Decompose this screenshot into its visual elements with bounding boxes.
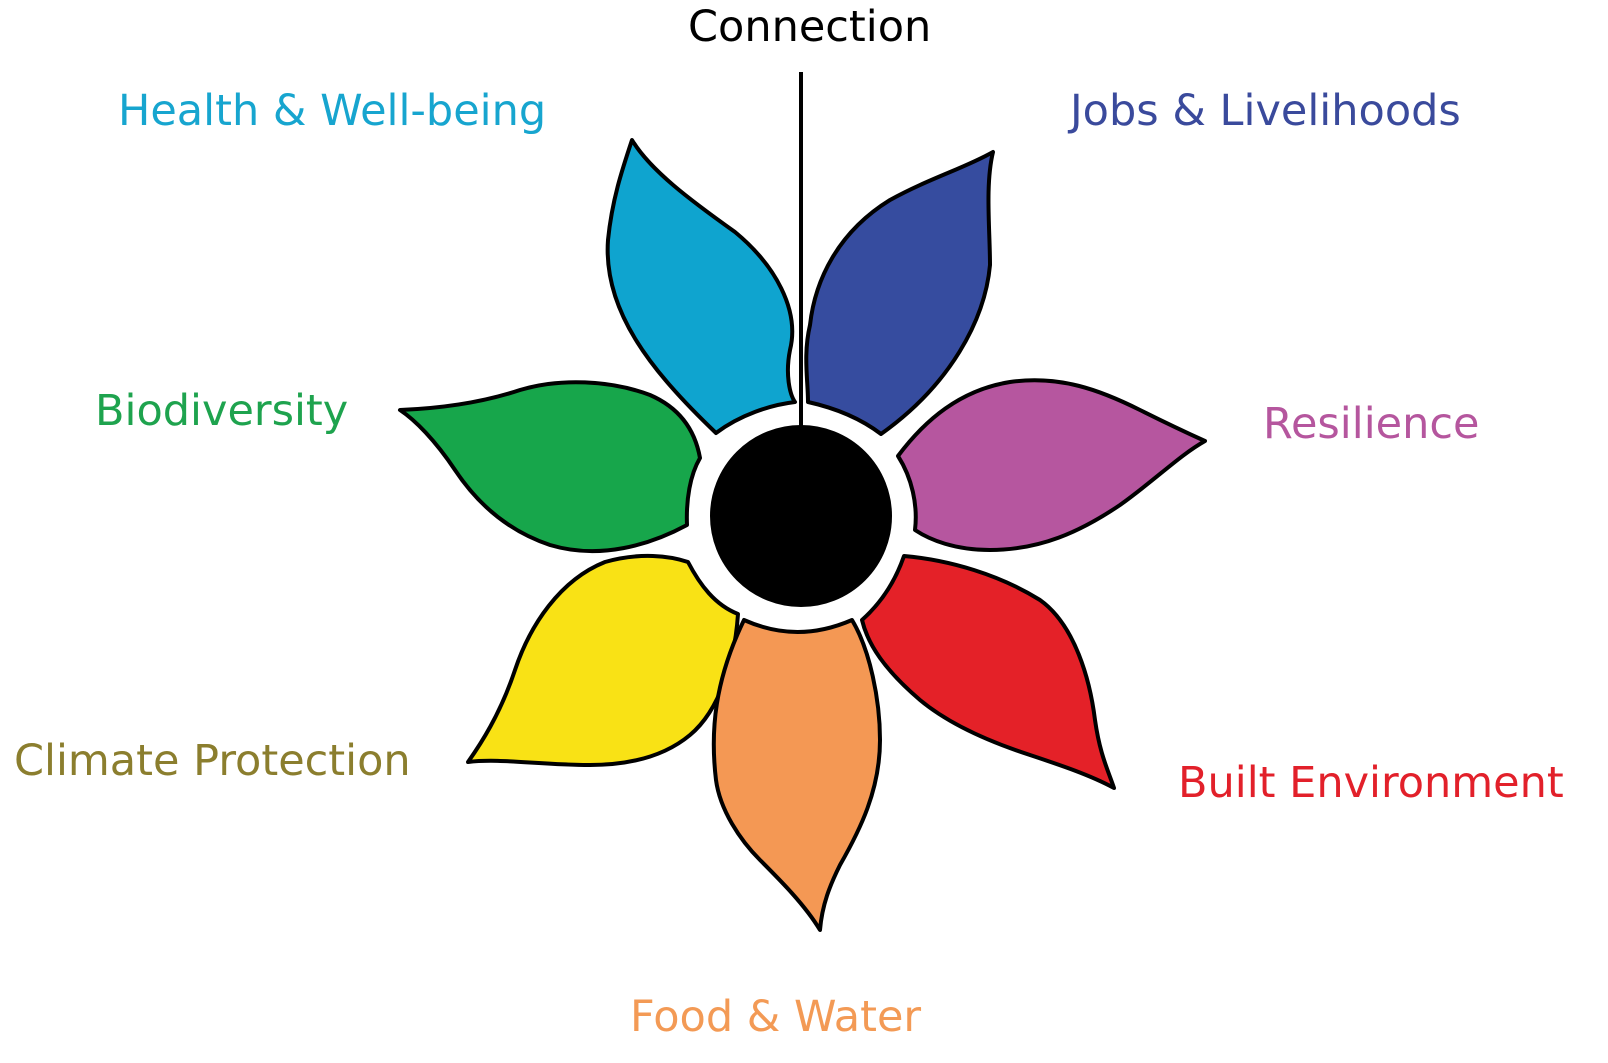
label-food-water: Food & Water xyxy=(630,992,922,1042)
label-connection: Connection xyxy=(688,2,932,52)
petal-jobs xyxy=(804,150,995,436)
label-climate-protection: Climate Protection xyxy=(14,736,411,786)
petal-resilience xyxy=(896,378,1207,552)
label-jobs-livelihoods: Jobs & Livelihoods xyxy=(1070,86,1461,136)
label-built-environment: Built Environment xyxy=(1178,758,1564,808)
petal-health xyxy=(605,138,797,435)
label-biodiversity: Biodiversity xyxy=(95,386,349,436)
label-resilience: Resilience xyxy=(1263,399,1480,449)
petal-biodiversity xyxy=(398,380,702,554)
label-health-well-being: Health & Well-being xyxy=(118,86,547,136)
petal-built xyxy=(860,554,1116,790)
petal-food xyxy=(711,618,882,932)
center-hub xyxy=(710,425,892,607)
petal-climate xyxy=(466,553,740,767)
